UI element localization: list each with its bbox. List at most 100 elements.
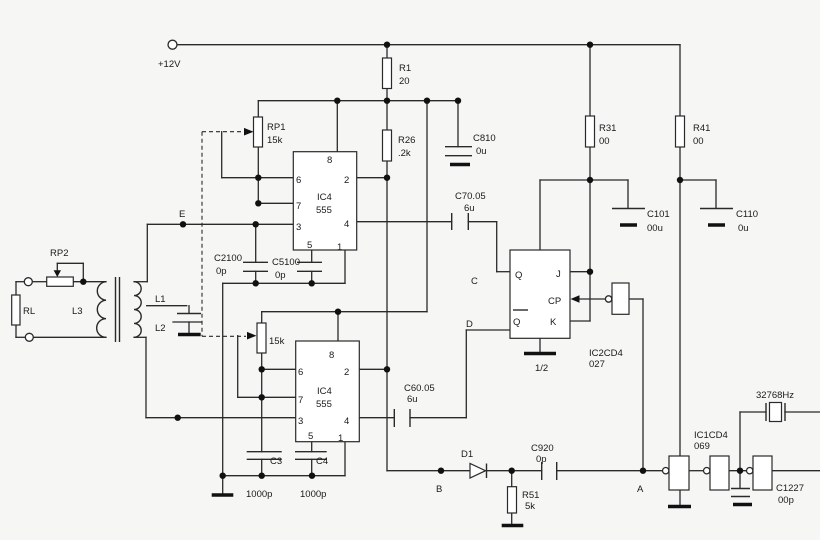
ff-pin-j: J	[556, 269, 561, 280]
rl-ref: RL	[23, 306, 35, 317]
ic4b-pin3: 3	[298, 416, 303, 427]
ic4a-pin3: 3	[296, 222, 301, 233]
capacitor-c8	[445, 145, 472, 157]
ff-pin-k: K	[550, 317, 557, 328]
ic4b-pin1: 1	[338, 433, 343, 444]
capacitor-c5	[297, 261, 322, 272]
c2-ref: C2100	[214, 253, 242, 264]
l1-ref: L1	[155, 294, 166, 305]
ground-symbols	[178, 162, 752, 528]
ic4a-pin2: 2	[344, 175, 349, 186]
node-e: E	[179, 209, 185, 220]
r26-value: .2k	[398, 148, 411, 159]
c101-ref: C101	[647, 209, 670, 220]
capacitor-c3	[246, 451, 282, 460]
potentiometer-rp2	[46, 270, 74, 287]
c7-ref: C70.05	[455, 191, 486, 202]
ic2-type: 027	[589, 359, 605, 370]
ic4b-type: 555	[316, 399, 332, 410]
ic-555-lower	[295, 340, 360, 443]
ic1-type: 069	[694, 441, 710, 452]
ic4b-pin5: 5	[308, 431, 313, 442]
capacitor-c9	[541, 462, 558, 480]
inverter-3	[745, 455, 773, 491]
c8-ref: C810	[473, 133, 496, 144]
input-terminals	[23, 277, 34, 342]
c12-ref: C1227	[776, 483, 804, 494]
inverter-2	[702, 455, 730, 491]
ic-555-upper	[292, 151, 358, 251]
potentiometer-lower	[247, 322, 267, 354]
capacitor-c2	[243, 261, 268, 272]
r5-value: 5k	[525, 501, 535, 512]
supply-label: +12V	[158, 59, 181, 70]
r1-value: 20	[399, 76, 410, 87]
inverter-cp-buffer	[604, 282, 630, 315]
r41-value: 00	[693, 136, 704, 147]
c3-ref: C3	[270, 456, 282, 467]
capacitor-c4	[295, 451, 327, 460]
capacitor-c12	[731, 487, 750, 498]
capacitor-c6	[393, 409, 411, 427]
rp2-ref: RP2	[50, 248, 68, 259]
ic4b-pin8: 8	[329, 350, 334, 361]
pot2-value: 15k	[269, 336, 285, 347]
r31-value: 00	[599, 136, 610, 147]
c110-ref: C110	[736, 209, 758, 220]
c5-value: 0p	[275, 270, 286, 281]
ic2-ref: IC2CD4	[589, 348, 623, 359]
c12-value: 00p	[778, 495, 794, 506]
ic4a-pin8: 8	[327, 155, 332, 166]
c6-value: 6u	[407, 394, 418, 405]
ic4b-pin7: 7	[298, 395, 303, 406]
r26-ref: R26	[398, 135, 415, 146]
capacitor-c101	[612, 207, 645, 227]
ic4b-pin6: 6	[298, 367, 303, 378]
ic1-ref: IC1CD4	[694, 430, 728, 441]
ff-pin-q: Q	[515, 270, 522, 281]
wire-segments	[15, 44, 820, 525]
c101-value: 00u	[647, 223, 663, 234]
c2-value: 0p	[216, 266, 227, 277]
ff-half: 1/2	[535, 363, 548, 374]
gang-linkage-dashed	[201, 131, 246, 337]
ic4b-pin4: 4	[344, 416, 349, 427]
c8-value: 0u	[476, 146, 487, 157]
r31-ref: R31	[599, 123, 616, 134]
node-d: D	[466, 319, 473, 330]
crystal-32768hz	[765, 401, 786, 423]
rp1-value: 15k	[267, 135, 283, 146]
ic4b-pin2: 2	[344, 367, 349, 378]
resistor-rl	[11, 294, 21, 326]
junction-dots	[80, 41, 744, 479]
ic4b-ref: IC4	[317, 386, 332, 397]
ic4a-pin5: 5	[307, 240, 312, 251]
potentiometer-rp1	[244, 116, 264, 148]
c9-value: 0p	[536, 454, 547, 465]
ic4a-pin7: 7	[296, 201, 301, 212]
c3-value: 1000p	[246, 489, 272, 500]
resistor-r31	[584, 115, 596, 148]
rp1-ref: RP1	[267, 122, 285, 133]
ic4a-ref: IC4	[317, 192, 332, 203]
resistor-r1	[381, 57, 393, 90]
l2-ref: L2	[155, 323, 166, 334]
r5-ref: R51	[522, 490, 539, 501]
d1-ref: D1	[461, 449, 473, 460]
node-c: C	[471, 276, 478, 287]
c7-value: 6u	[464, 203, 475, 214]
resistor-r41	[674, 115, 686, 148]
labels: +12V R1 20 RP1 15k R26 .2k C810 0u R31 0…	[23, 59, 804, 512]
resistor-r5	[506, 486, 518, 514]
c5-ref: C5100	[272, 257, 300, 268]
node-a: A	[637, 484, 644, 495]
r1-ref: R1	[399, 63, 411, 74]
supply-terminal	[167, 39, 178, 50]
capacitor-c110	[700, 207, 733, 227]
ic4a-pin1: 1	[337, 242, 342, 253]
xtal-label: 32768Hz	[756, 390, 794, 401]
diode-d1	[469, 462, 488, 479]
c4-ref: C4	[316, 456, 328, 467]
